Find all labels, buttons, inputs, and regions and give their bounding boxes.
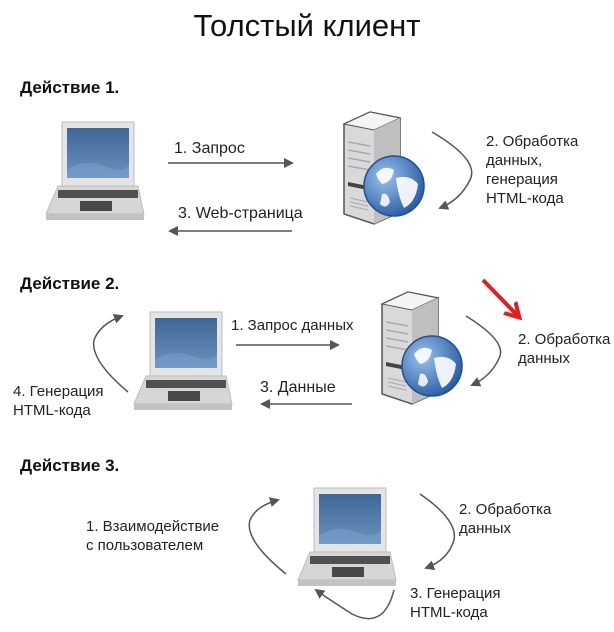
action-2-request-label: 1. Запрос данных: [231, 317, 354, 334]
action-2-processing-label: 2. Обработка данных: [518, 331, 611, 367]
action-2-generation-label: 4. Генерация HTML-кода: [13, 383, 104, 419]
highlight-arrow-icon: [481, 278, 518, 316]
action-1-response-label: 3. Web-страница: [178, 205, 303, 222]
action-1-heading: Действие 1.: [20, 78, 120, 97]
server-icon: [381, 291, 463, 405]
laptop-icon: [297, 487, 397, 587]
action-3-processing-label: 2. Обработка данных: [459, 501, 552, 537]
laptop-icon: [45, 121, 145, 221]
action-3-heading: Действие 3.: [20, 456, 120, 475]
action-1-request-label: 1. Запрос: [174, 140, 245, 157]
laptop-icon: [133, 311, 233, 411]
action-3-interaction-label: 1. Взаимодействие с пользователем: [86, 518, 220, 554]
action-3-generation-label: 3. Генерация HTML-кода: [410, 585, 501, 621]
action-1-processing-label: 2. Обработка данных, генерация HTML-кода: [486, 133, 579, 207]
diagram-title: Толстый клиент: [193, 8, 421, 43]
action-2-heading: Действие 2.: [20, 274, 120, 293]
server-icon: [343, 111, 425, 225]
action-2-response-label: 3. Данные: [260, 379, 336, 396]
